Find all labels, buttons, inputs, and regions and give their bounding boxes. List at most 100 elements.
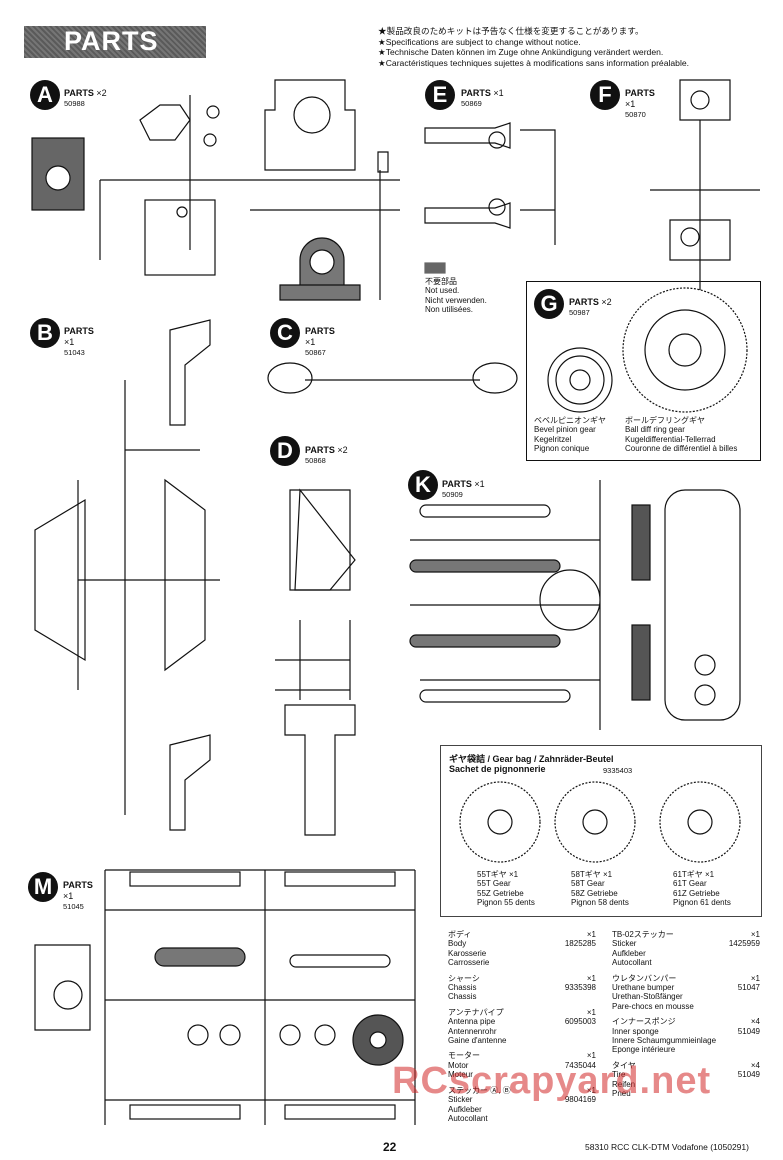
item-jp: タイヤ — [612, 1060, 636, 1070]
page-number: 22 — [383, 1140, 397, 1154]
parts-word: PARTS — [63, 880, 93, 890]
sprue-d-drawing — [275, 488, 356, 836]
part-code: 50909 — [442, 490, 463, 499]
item-jp: インナースポンジ — [612, 1017, 676, 1027]
item-code: 9804169 — [564, 1095, 596, 1105]
parts-word: PARTS — [305, 445, 335, 455]
item-qty: ×1 — [750, 930, 760, 939]
caption-line: ボールデフリングギヤ — [625, 416, 705, 425]
item-name: Autocollant — [448, 1113, 488, 1123]
parts-qty: ×1 — [63, 891, 74, 901]
item-qty: ×1 — [586, 1007, 596, 1017]
item-name: Motor — [448, 1060, 469, 1070]
sprue-k-label: PARTS ×1 50909 — [442, 479, 485, 499]
footer-code: 58310 RCC CLK-DTM Vodafone (1050291) — [585, 1142, 749, 1152]
sprue-g-box — [526, 281, 761, 461]
parts-word: PARTS — [625, 88, 655, 98]
caption-line: ベベルピニオンギヤ — [534, 416, 606, 425]
sprue-a-drawing — [31, 79, 400, 301]
item-code: 51049 — [737, 1026, 760, 1036]
part-code: 51045 — [63, 902, 84, 911]
item-name: Antenna pipe — [448, 1017, 496, 1027]
sprue-g-label: PARTS ×2 50987 — [569, 297, 612, 317]
item-name: Pare-chocs en mousse — [612, 1001, 694, 1011]
item-name: Eponge intérieure — [612, 1045, 676, 1055]
caption-line: 55Tギヤ ×1 — [477, 870, 519, 879]
sprue-c-drawing — [267, 362, 518, 394]
sprue-d-badge: D — [270, 436, 300, 466]
item-name: Tire — [612, 1070, 626, 1080]
parts-qty: ×1 — [305, 337, 316, 347]
sprue-k-badge: K — [408, 470, 438, 500]
item-name: Karosserie — [448, 948, 487, 958]
sprue-f-badge: F — [590, 80, 620, 110]
notice-line: ★Caractéristiques techniques sujettes à … — [378, 57, 690, 68]
gear-caption-55t: 55Tギヤ ×1 55T Gear 55Z Getriebe Pignon 55… — [477, 870, 535, 908]
parts-word: PARTS — [64, 88, 94, 98]
parts-qty: ×1 — [64, 337, 75, 347]
caption-line: Pignon 58 dents — [571, 898, 629, 908]
gear-caption-61t: 61Tギヤ ×1 61T Gear 61Z Getriebe Pignon 61… — [673, 870, 731, 908]
item-name: Aufkleber — [448, 1104, 482, 1114]
sprue-m-badge: M — [28, 872, 58, 902]
item-code: 51047 — [737, 983, 760, 993]
sprue-k-drawing — [409, 480, 741, 730]
sprue-e-label: PARTS ×1 50869 — [461, 88, 504, 108]
item-qty: ×1 — [586, 930, 596, 939]
part-code: 50988 — [64, 99, 85, 108]
caption-line: Bevel pinion gear — [534, 425, 596, 435]
parts-qty: ×1 — [474, 479, 485, 489]
not-used-legend: 不要部品 Not used. Nicht verwenden. Non util… — [425, 277, 487, 315]
gear-bag-subtitle: Sachet de pignonnerie — [449, 764, 546, 774]
sprue-b-drawing — [34, 319, 220, 831]
item-name: Carrosserie — [448, 958, 490, 968]
gear-bag-drawing — [459, 781, 741, 863]
parts-word: PARTS — [442, 479, 472, 489]
caption-line: 58Z Getriebe — [571, 888, 618, 898]
item-qty: ×1 — [750, 973, 760, 983]
sprue-m-drawing — [34, 869, 416, 1125]
sprue-a-label: PARTS ×2 50988 — [64, 88, 107, 108]
bevel-pinion-caption: ベベルピニオンギヤ Bevel pinion gear Kegelritzel … — [534, 416, 606, 454]
gear-bag-box: ギヤ袋詰 / Gear bag / Zahnräder-Beutel Sache… — [440, 745, 762, 917]
item-jp: ウレタンバンパー — [612, 973, 677, 983]
caption-line: Couronne de différentiel à billes — [625, 444, 738, 454]
caption-line: Ball diff ring gear — [625, 425, 685, 435]
not-used-swatch — [424, 262, 446, 274]
caption-line: 55Z Getriebe — [477, 888, 524, 898]
item-name: Sticker — [612, 939, 637, 949]
sprue-g-drawing — [547, 287, 748, 413]
item-name: Autocollant — [612, 958, 652, 968]
item-name: Urethane bumper — [612, 983, 675, 993]
sprue-e-badge: E — [425, 80, 455, 110]
parts-word: PARTS — [64, 326, 94, 336]
sprue-b-label: PARTS ×1 51043 — [64, 326, 94, 357]
caption-line: 55T Gear — [477, 879, 511, 889]
item-jp: シャーシ — [448, 973, 480, 983]
item-name: Reifen — [612, 1079, 636, 1089]
item-code: 51049 — [737, 1070, 760, 1080]
item-jp: モーター — [448, 1051, 480, 1061]
sprue-c-badge: C — [270, 318, 300, 348]
caption-line: Pignon conique — [534, 444, 590, 454]
item-code: 1425959 — [728, 939, 760, 949]
sprue-e-drawing — [424, 122, 556, 245]
sprue-f-drawing — [650, 79, 760, 290]
item-name: Antennenrohr — [448, 1026, 497, 1036]
item-name: Chassis — [448, 992, 477, 1002]
notice-line: ★Specifications are subject to change wi… — [378, 36, 581, 47]
item-jp: ボディ — [448, 930, 472, 939]
item-qty: ×4 — [750, 1017, 760, 1027]
part-code: 50870 — [625, 110, 646, 119]
parts-word: PARTS — [305, 326, 335, 336]
caption-line: 61Tギヤ ×1 — [673, 870, 715, 879]
item-name: Body — [448, 939, 467, 949]
